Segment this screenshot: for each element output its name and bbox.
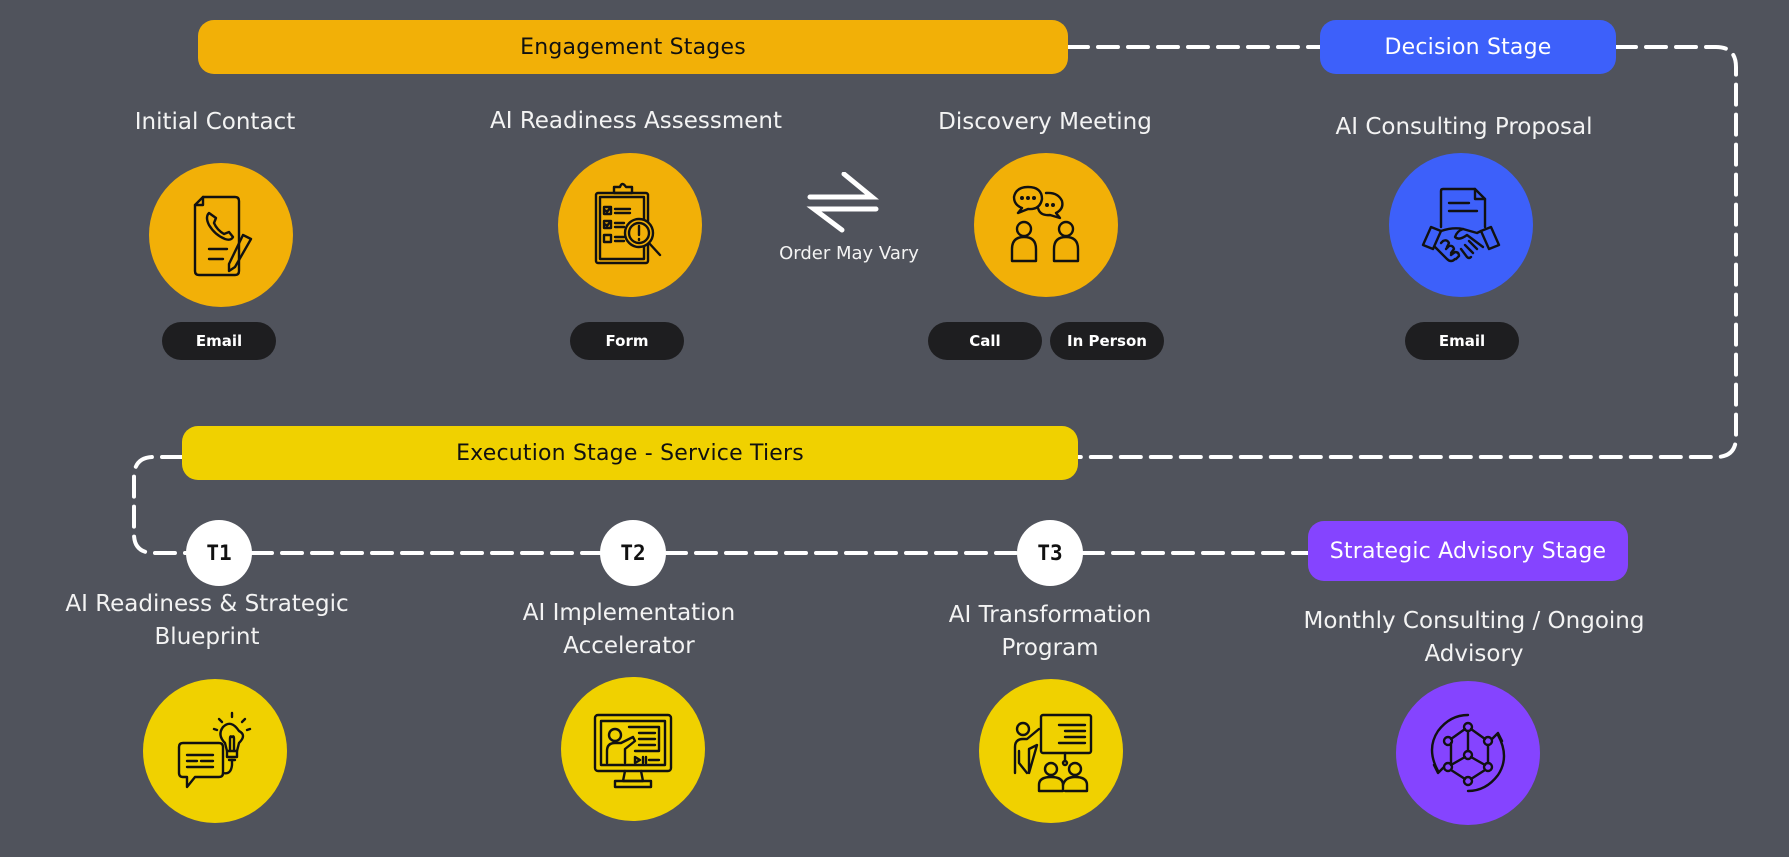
engagement-stages-header: Engagement Stages (198, 20, 1068, 74)
network-cycle-icon (1430, 713, 1506, 793)
decision-stage-header: Decision Stage (1320, 20, 1616, 74)
initial-contact-label: Initial Contact (134, 109, 296, 135)
channel-chip-in-person: In Person (1050, 322, 1164, 360)
tier-3-node (979, 679, 1123, 823)
channel-chip-email-proposal: Email (1405, 322, 1519, 360)
clipboard-checklist-magnifier-icon (594, 182, 662, 265)
discovery-meeting-node (974, 153, 1118, 297)
tier-3-label-line2: Program (1001, 635, 1099, 661)
strategic-advisory-stage-title: Strategic Advisory Stage (1329, 538, 1607, 564)
order-may-vary-note: Order May Vary (779, 243, 919, 264)
tier-1-node (143, 679, 287, 823)
channel-chip-email: Email (162, 322, 276, 360)
tier-2-node (561, 677, 705, 821)
tier-badge-t2: T2 (600, 520, 666, 586)
swap-arrows-icon (806, 172, 879, 233)
connector-execution-to-tiers (132, 455, 188, 555)
tier-2-label-line2: Accelerator (563, 633, 695, 659)
channel-chip-call: Call (928, 322, 1042, 360)
tier-1-label: AI Readiness & Strategic Blueprint (65, 588, 348, 654)
tier-2-label: AI Implementation Accelerator (523, 597, 735, 663)
initial-contact-node (149, 163, 293, 307)
ai-consulting-proposal-node (1389, 153, 1533, 297)
engagement-stages-title: Engagement Stages (520, 34, 746, 60)
execution-stage-header: Execution Stage - Service Tiers (182, 426, 1078, 480)
tier-2-label-line1: AI Implementation (522, 600, 736, 626)
ai-consulting-proposal-label: AI Consulting Proposal (1335, 114, 1593, 140)
tier-badge-t1: T1 (186, 520, 252, 586)
tier-3-label: AI Transformation Program (949, 599, 1151, 665)
advisory-node (1396, 681, 1540, 825)
tier-1-label-line2: Blueprint (154, 624, 260, 650)
advisory-label-line1: Monthly Consulting / Ongoing (1303, 608, 1645, 634)
advisory-label: Monthly Consulting / Ongoing Advisory (1304, 605, 1645, 671)
channel-chip-form: Form (570, 322, 684, 360)
tier-badge-t3: T3 (1017, 520, 1083, 586)
contact-document-phone-icon (193, 195, 253, 277)
tier-3-label-line1: AI Transformation (948, 602, 1152, 628)
execution-stage-title: Execution Stage - Service Tiers (456, 440, 804, 466)
ai-readiness-assessment-node (558, 153, 702, 297)
connector-decision-to-execution (1076, 45, 1738, 459)
monitor-presentation-icon (593, 713, 673, 789)
ai-readiness-assessment-label: AI Readiness Assessment (490, 108, 782, 134)
trainer-audience-icon (1013, 713, 1093, 793)
handshake-document-icon (1421, 187, 1501, 263)
decision-stage-title: Decision Stage (1384, 34, 1552, 60)
tier-1-label-line1: AI Readiness & Strategic (65, 591, 349, 617)
lightbulb-speech-bubble-icon (177, 711, 252, 789)
advisory-label-line2: Advisory (1424, 641, 1524, 667)
people-conversation-icon (1010, 185, 1080, 263)
discovery-meeting-label: Discovery Meeting (938, 109, 1152, 135)
strategic-advisory-stage-header: Strategic Advisory Stage (1308, 521, 1628, 581)
